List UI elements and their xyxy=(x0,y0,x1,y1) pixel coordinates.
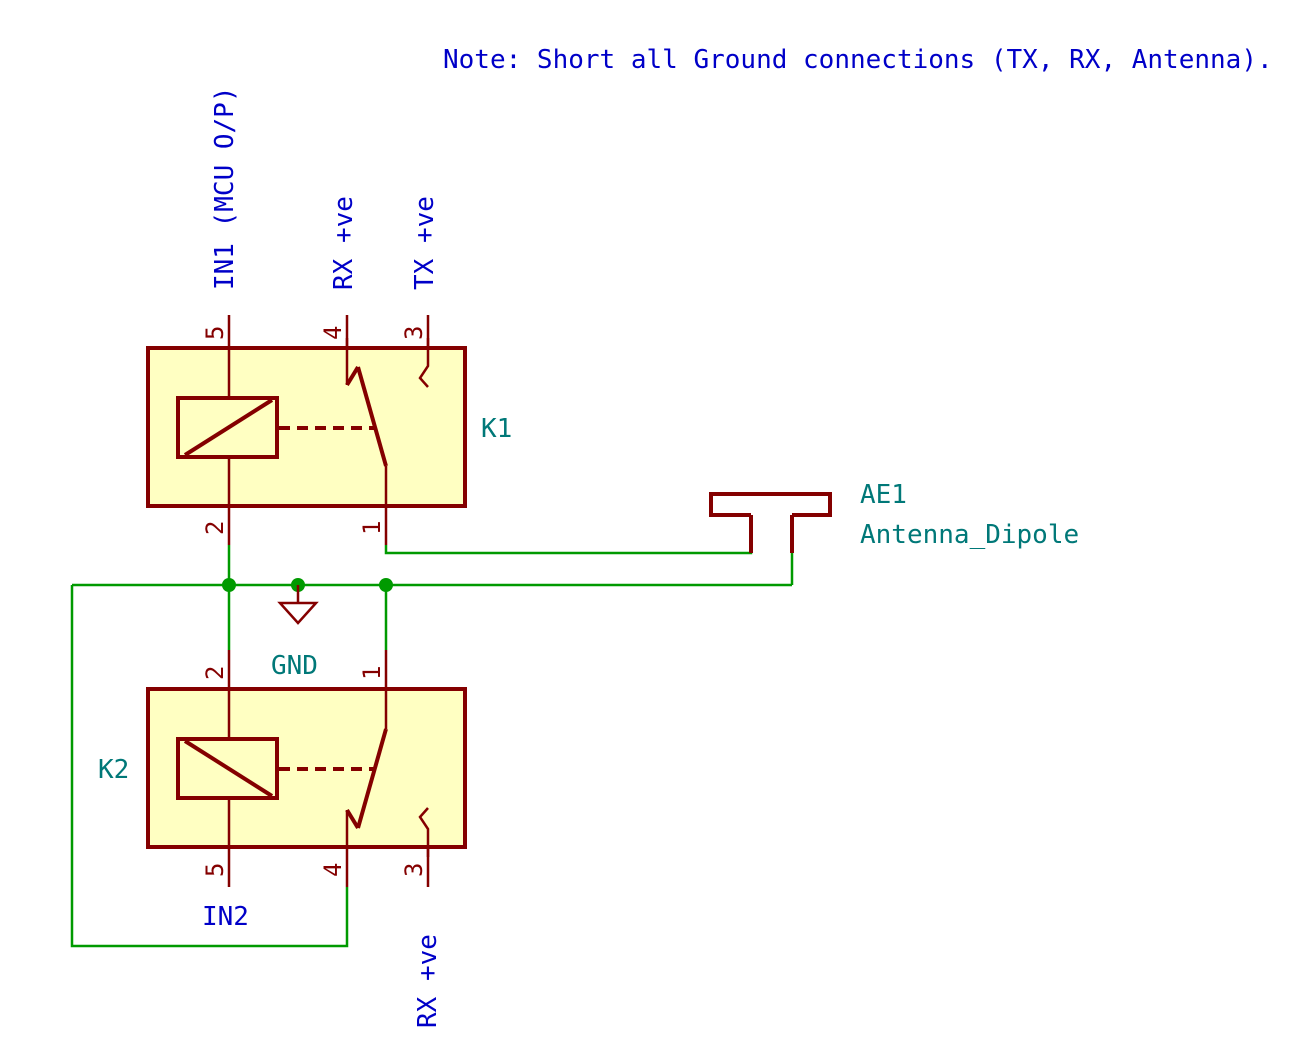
relay-k1-coil xyxy=(176,396,279,459)
relay-k2-pin5-number: 5 xyxy=(201,863,229,877)
relay-k2-pin4-number: 4 xyxy=(319,863,347,877)
junction-dot xyxy=(222,578,236,592)
relay-k2-pin2-number: 2 xyxy=(201,666,229,680)
relay-k1-pin5-number: 5 xyxy=(201,326,229,340)
wire-k2-pin4-loop xyxy=(70,585,349,948)
wire-k1-antenna xyxy=(384,515,753,555)
net-label-k1-rx: RX +ve xyxy=(329,196,359,290)
antenna-value: Antenna_Dipole xyxy=(860,520,1079,550)
antenna-ae1[interactable]: AE1 Antenna_Dipole xyxy=(709,480,1079,553)
relay-k1-pin1-number: 1 xyxy=(358,521,386,535)
relay-k1[interactable]: 5 4 3 2 1 K1 xyxy=(146,315,512,545)
relay-k1-pin2-number: 2 xyxy=(201,521,229,535)
relay-k2-pin3-number: 3 xyxy=(400,863,428,877)
net-label-k1-tx: TX +ve xyxy=(410,196,440,290)
ground-icon xyxy=(277,601,319,625)
net-label-in2: IN2 xyxy=(202,902,249,932)
relay-k2-coil xyxy=(176,737,279,800)
relay-k2-contact-hook xyxy=(345,808,360,830)
net-label-k2-rx: RX +ve xyxy=(413,934,443,1028)
relay-k1-nc-contact xyxy=(418,338,430,388)
antenna-dipole-icon xyxy=(709,492,832,517)
relay-k1-ref: K1 xyxy=(481,414,512,444)
relay-k1-pin3-number: 3 xyxy=(400,326,428,340)
relay-k1-pin4-number: 4 xyxy=(319,326,347,340)
gnd-symbol[interactable]: GND xyxy=(271,585,319,681)
relay-k2-nc-contact xyxy=(418,807,430,857)
relay-k2-coil-diagonal xyxy=(183,739,274,798)
antenna-ref: AE1 xyxy=(860,480,907,510)
note-text: Note: Short all Ground connections (TX, … xyxy=(443,45,1273,75)
gnd-label: GND xyxy=(271,651,318,681)
junction-dot xyxy=(379,578,393,592)
relay-k2-switch-arm xyxy=(356,728,388,829)
relay-k2-pin1-number: 1 xyxy=(358,666,386,680)
relay-k2[interactable]: 2 1 5 4 3 K2 xyxy=(98,650,467,887)
relay-k1-switch-arm xyxy=(356,366,388,467)
relay-k1-coil-diagonal xyxy=(183,398,274,457)
relay-k1-contact-hook xyxy=(345,365,360,387)
net-label-in1: IN1 (MCU O/P) xyxy=(210,87,240,291)
relay-k2-ref: K2 xyxy=(98,755,129,785)
